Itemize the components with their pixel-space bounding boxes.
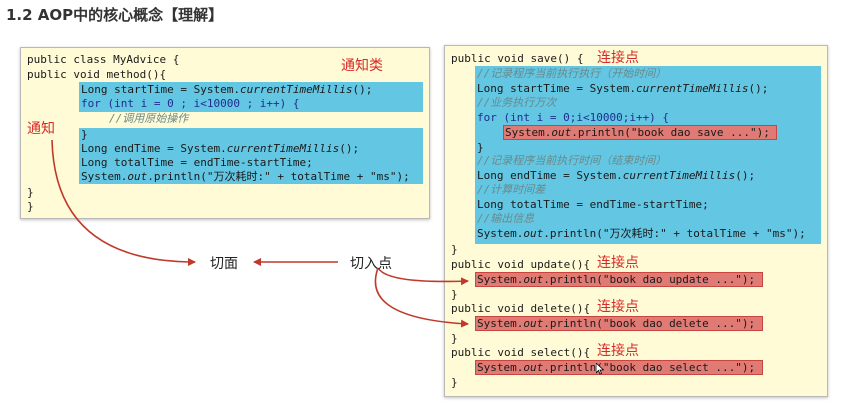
code-line: } bbox=[451, 332, 458, 345]
advice-highlight-block-top bbox=[79, 82, 423, 112]
code-line: System.out.println("book dao save ..."); bbox=[505, 126, 770, 139]
code-line: System.out.println("万次耗时:" + totalTime +… bbox=[477, 227, 806, 240]
code-line: } bbox=[27, 186, 34, 199]
code-line: Long startTime = System.currentTimeMilli… bbox=[81, 83, 373, 96]
join-point-label-update: 连接点 bbox=[597, 255, 639, 271]
pointcut-label: 切入点 bbox=[350, 256, 392, 272]
code-line: for (int i = 0;i<10000;i++) { bbox=[477, 111, 670, 124]
code-line: Long totalTime = endTime-startTime; bbox=[81, 156, 313, 169]
join-point-label-delete: 连接点 bbox=[597, 299, 639, 315]
select-println-highlight bbox=[475, 360, 763, 375]
aspect-label: 切面 bbox=[210, 256, 238, 272]
code-comment: //业务执行万次 bbox=[477, 96, 557, 109]
code-line: System.out.println("book dao delete ..."… bbox=[477, 317, 756, 330]
code-line: System.out.println("万次耗时:" + totalTime +… bbox=[81, 170, 410, 183]
code-line: } bbox=[81, 128, 88, 141]
code-comment: //记录程序当前执行时间（结束时间） bbox=[477, 154, 667, 167]
code-line: Long endTime = System.currentTimeMillis(… bbox=[81, 142, 360, 155]
code-line: public void save() { bbox=[451, 52, 584, 65]
code-line: System.out.println("book dao update ..."… bbox=[477, 273, 756, 286]
code-line: public void delete(){ bbox=[451, 302, 591, 315]
code-comment: //调用原始操作 bbox=[109, 112, 189, 125]
code-line: public void update(){ bbox=[451, 258, 591, 271]
code-line: Long totalTime = endTime-startTime; bbox=[477, 198, 709, 211]
update-println-highlight bbox=[475, 272, 763, 287]
code-line: public class MyAdvice { bbox=[27, 53, 180, 66]
code-line: } bbox=[451, 243, 458, 256]
code-line: Long endTime = System.currentTimeMillis(… bbox=[477, 169, 756, 182]
advice-to-aspect-arrow bbox=[51, 139, 196, 266]
code-line: } bbox=[477, 141, 484, 154]
join-point-code-panel: public void save() { //记录程序当前执行执行（开始时间） … bbox=[444, 45, 828, 397]
code-comment: //输出信息 bbox=[477, 212, 535, 225]
section-heading: 1.2 AOP中的核心概念【理解】 bbox=[6, 6, 224, 24]
join-point-label-save: 连接点 bbox=[597, 50, 639, 66]
code-line: for (int i = 0 ; i<10000 ; i++) { bbox=[81, 97, 300, 110]
save-println-highlight bbox=[503, 125, 777, 140]
pointcut-to-delete-arrow bbox=[374, 267, 469, 328]
code-line: } bbox=[27, 200, 34, 213]
code-line: public void select(){ bbox=[451, 346, 591, 359]
advice-class-label: 通知类 bbox=[341, 58, 383, 74]
mouse-cursor-icon bbox=[596, 363, 604, 375]
advice-label: 通知 bbox=[27, 121, 55, 137]
advice-highlight-block-bottom bbox=[79, 128, 423, 184]
pointcut-to-update-arrow bbox=[377, 267, 469, 286]
code-line: Long startTime = System.currentTimeMilli… bbox=[477, 82, 769, 95]
advice-class-code-panel: public class MyAdvice { public void meth… bbox=[20, 47, 430, 219]
join-point-label-select: 连接点 bbox=[597, 343, 639, 359]
code-line: } bbox=[451, 376, 458, 389]
code-line: } bbox=[451, 288, 458, 301]
code-comment: //记录程序当前执行执行（开始时间） bbox=[477, 67, 667, 80]
code-comment: //计算时间差 bbox=[477, 183, 546, 196]
save-highlight-block-bottom bbox=[475, 140, 821, 244]
delete-println-highlight bbox=[475, 316, 763, 331]
code-line: public void method(){ bbox=[27, 68, 167, 81]
